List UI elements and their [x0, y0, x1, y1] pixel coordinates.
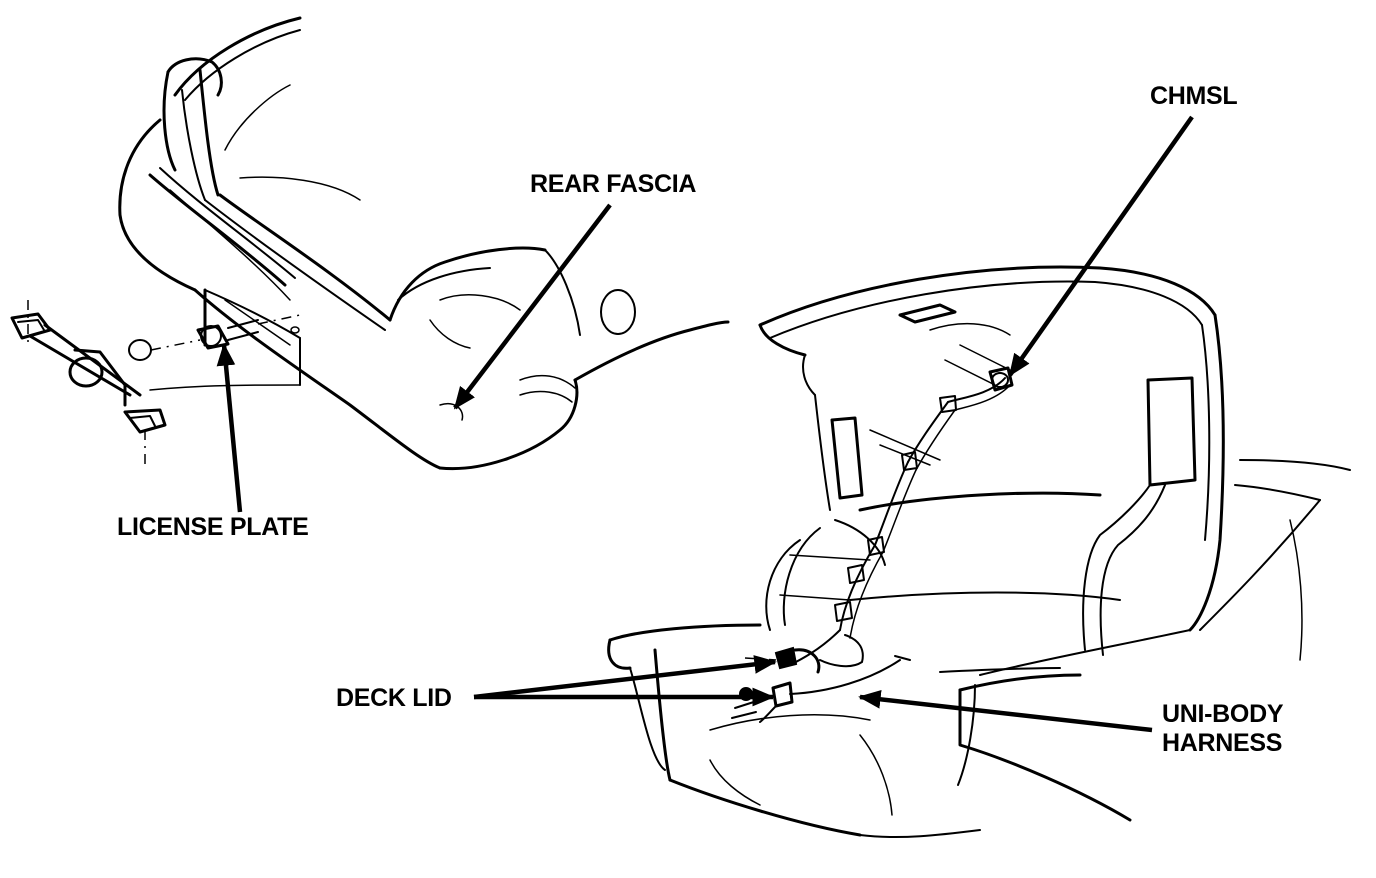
- rear-fascia-arrow: [453, 203, 612, 410]
- uni-body-harness-label-line1: UNI-BODY: [1162, 700, 1284, 728]
- uni-body-harness-arrow: [858, 690, 1153, 733]
- deck-lid-connectors: [731, 646, 911, 723]
- rear-fascia-label: REAR FASCIA: [530, 170, 697, 198]
- license-plate-arrow: [216, 343, 243, 513]
- deck-lid-drawing: [607, 265, 1351, 839]
- chmsl-arrow: [1008, 115, 1194, 377]
- license-plate-label: LICENSE PLATE: [117, 513, 309, 541]
- deck-lid-label: DECK LID: [336, 684, 452, 712]
- deck-lid-connector-axis-upper: [744, 657, 777, 661]
- deck-lid-arrow-upper: [473, 655, 777, 700]
- uni-body-harness-label: UNI-BODY HARNESS: [1162, 700, 1284, 758]
- license-plate-lamp-assembly: [10, 300, 301, 470]
- uni-body-harness-label-line2: HARNESS: [1162, 729, 1283, 757]
- chmsl-label: CHMSL: [1150, 82, 1238, 110]
- chmsl-harness: [789, 366, 1014, 668]
- rear-fascia-drawing: [118, 16, 730, 471]
